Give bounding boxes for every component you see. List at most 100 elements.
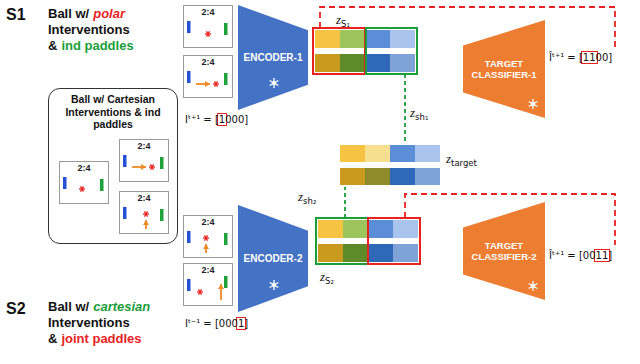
setting-text: Ball w/ <box>48 299 89 314</box>
trapezoid <box>238 205 308 312</box>
dashed-link <box>320 7 615 47</box>
left-paddle <box>123 207 127 219</box>
latent-symbol: z <box>410 105 415 121</box>
block-label: TARGET CLASSIFIER-2 <box>465 240 543 262</box>
snowflake-arm <box>270 81 279 86</box>
latent-s1 <box>313 28 417 74</box>
game-frame: 2:4 <box>119 191 169 234</box>
ball-mark <box>215 81 218 86</box>
left-paddle <box>123 155 127 167</box>
ball-mark <box>151 164 154 169</box>
subscript: S₁ <box>341 16 350 32</box>
scenario-title: Ball w/ Cartesian Interventions & ind pa… <box>49 89 177 131</box>
feature-cell <box>365 168 390 185</box>
feature-cell <box>318 244 343 262</box>
dashed-link <box>404 74 406 143</box>
feature-cell <box>393 244 418 262</box>
feature-cell <box>340 145 365 162</box>
feature-cell <box>390 168 415 185</box>
block-label: TARGET CLASSIFIER-1 <box>465 58 543 80</box>
snowflake-arm <box>529 102 538 107</box>
feature-cell <box>343 244 368 262</box>
frozen-icon <box>529 99 538 109</box>
game-frame: 2:4 <box>183 5 233 48</box>
right-paddle <box>160 209 164 221</box>
block-label: ENCODER-2 <box>240 253 306 264</box>
setting-text: polar <box>93 6 125 21</box>
feature-cell <box>393 220 418 238</box>
score-text: 2:4 <box>120 141 168 151</box>
setting-text: cartesian <box>93 299 150 314</box>
feature-cell <box>415 168 440 185</box>
frozen-icon <box>529 281 538 291</box>
arrow-head <box>143 220 149 225</box>
latent-symbol: z <box>298 189 303 205</box>
intervention-vector: Iᵗ⁻¹ = [0001] <box>185 318 248 329</box>
text-line-group: zS₁ <box>336 11 350 32</box>
setting-label: S1 <box>6 6 26 24</box>
setting-text: & <box>48 38 57 53</box>
right-paddle <box>224 73 228 85</box>
arrow-head <box>218 284 224 289</box>
feature-cell <box>340 54 365 72</box>
arrow-head <box>141 164 146 170</box>
intervention-vector: Îᵗ⁺¹ = [1100] <box>549 52 612 63</box>
text-line-group: Ball w/polarInterventions&ind paddles <box>48 5 134 53</box>
selection-box <box>368 218 420 264</box>
trapezoid <box>238 5 308 110</box>
intervention-vector: Iᵗ⁺¹ = [1000] <box>185 114 248 125</box>
feature-cell <box>390 30 415 48</box>
ball-mark <box>145 211 148 216</box>
right-paddle <box>160 157 164 169</box>
ball-mark <box>205 235 208 240</box>
feature-cell <box>365 30 390 48</box>
arrow-head <box>203 244 209 249</box>
latent-symbol: z <box>320 269 325 285</box>
latent-s2 <box>316 218 420 264</box>
latent-symbol: z <box>446 151 451 167</box>
snowflake-arm <box>529 102 538 107</box>
feature-cell <box>390 145 415 162</box>
score-text: 2:4 <box>120 193 168 203</box>
classifier-block: TARGET CLASSIFIER-1 <box>463 20 545 118</box>
block-label: ENCODER-1 <box>240 52 306 63</box>
score-text: 2:4 <box>60 163 108 173</box>
game-frame: 2:4 <box>59 161 109 204</box>
feature-cell <box>390 54 415 72</box>
setting-text: & <box>48 331 57 346</box>
frozen-icon <box>270 78 279 88</box>
game-frame: 2:4 <box>183 55 233 98</box>
ball-mark <box>151 164 154 169</box>
snowflake-core <box>531 284 535 288</box>
snowflake-arm <box>529 284 538 289</box>
score-text: 2:4 <box>184 265 232 275</box>
left-paddle <box>63 177 67 189</box>
feature-cell <box>368 220 393 238</box>
feature-cell <box>315 30 340 48</box>
setting-label: S2 <box>6 300 26 318</box>
game-frame: 2:4 <box>119 139 169 182</box>
text-line-group: zS₂ <box>320 268 334 289</box>
feature-cell <box>318 220 343 238</box>
ball-mark <box>207 31 210 36</box>
left-paddle <box>187 71 191 83</box>
latent-symbol: z <box>336 12 341 28</box>
feature-cell <box>340 168 365 185</box>
selection-box <box>366 28 417 74</box>
subscript: sh₂ <box>303 193 316 209</box>
score-text: 2:4 <box>184 217 232 227</box>
latent-target <box>340 145 440 185</box>
ball-mark <box>215 81 218 86</box>
feature-cell <box>415 145 440 162</box>
subscript: S₂ <box>325 273 334 289</box>
snowflake-arm <box>270 283 279 288</box>
classifier-block: TARGET CLASSIFIER-2 <box>463 202 545 300</box>
setting-text: Ball w/ <box>48 6 89 21</box>
left-paddle <box>187 231 191 243</box>
feature-cell <box>343 220 368 238</box>
selection-box <box>316 218 368 264</box>
text-line-group: ztarget <box>446 150 477 171</box>
frozen-icon <box>270 280 279 290</box>
subscript: sh₁ <box>415 109 428 125</box>
